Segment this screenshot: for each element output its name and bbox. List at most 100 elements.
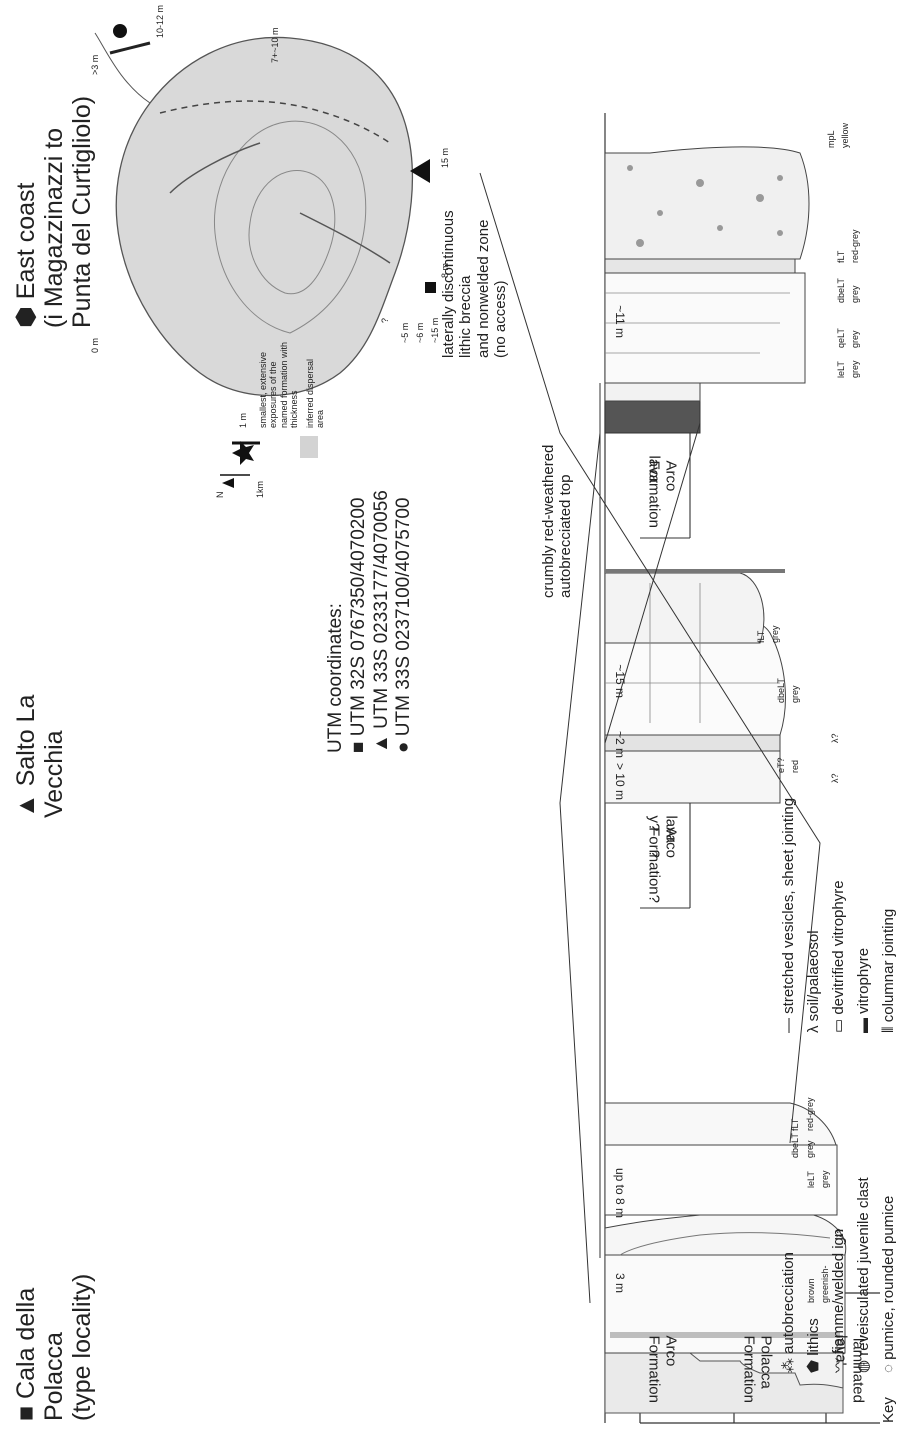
unit-polacca: Polacca Formation [740, 1335, 775, 1403]
col3-label-5: dbeLT [836, 278, 846, 303]
thickness-salto-low: > 10 m [612, 763, 626, 800]
key-label-6: vitrophyre [855, 948, 872, 1014]
hexagon-icon: ⬢ [12, 306, 40, 328]
utm-title: UTM coordinates: [325, 490, 348, 753]
utm-row-1-text: UTM 33S 0233177/4070056 [371, 490, 392, 729]
triangle-icon: ▲ [371, 734, 392, 753]
key-item-0: ◌ pumice, rounded pumice [880, 1196, 897, 1373]
map-label-7: ~6 m [415, 323, 425, 343]
unit-arco: Arco Formation [645, 1335, 680, 1403]
col3-label-9: leLT [836, 361, 846, 378]
header-east-line2: (i Magazzinazzi to [40, 128, 68, 328]
map-label-0: 0 m [90, 338, 100, 353]
vitrophyre-icon: ▬ [855, 1014, 872, 1033]
col1-label-7: brown [806, 1278, 816, 1303]
utm-row-1: ▲ UTM 33S 0233177/4070056 [371, 490, 394, 753]
col3-label-3: fLT [836, 251, 846, 263]
col1-label-0: red-grey [805, 1097, 815, 1131]
key-item-4: ⁂ autobrecciation [780, 1252, 797, 1373]
col2-label-2: grey [790, 685, 800, 703]
col1-label-5: leLT [806, 1171, 816, 1188]
vesicle-icon: — [780, 1014, 797, 1033]
header-east: ⬢ East coast (i Magazzinazzi to Punta de… [12, 96, 96, 328]
map-label-4: 15 m [440, 148, 450, 168]
col2-label-7: λ? [830, 773, 840, 783]
header-east-line3: Punta del Curtigliolo) [68, 96, 96, 328]
devit-icon: ▭ [830, 1015, 847, 1033]
log-column-east [605, 147, 809, 433]
key-item-9: — stretched vesicles, sheet jointing [780, 798, 797, 1033]
map-scale: 1km [255, 481, 265, 498]
map-legend-m: 1 m [238, 413, 248, 428]
utm-block: UTM coordinates: ■ UTM 32S 0767350/40702… [325, 490, 416, 753]
key-item-3: ⬟ lithics [805, 1318, 822, 1373]
soil-icon: λ [805, 1021, 822, 1033]
col3-label-0: yellow [840, 123, 850, 148]
col2-label-4: red [790, 760, 800, 773]
map-label-5: 8 m [440, 263, 450, 278]
map-label-1: >3 m [90, 55, 100, 75]
col3-label-8: grey [850, 360, 860, 378]
lithic-icon: ⬟ [805, 1356, 822, 1373]
header-salto-line1: Salto La [12, 695, 40, 787]
key-item-6: ▬ vitrophyre [855, 948, 872, 1033]
fiamme-icon: 〰 [830, 1354, 847, 1373]
col3-label-6: grey [850, 330, 860, 348]
col2-label-0: grey [770, 625, 780, 643]
col1-label-3: dbeLT [790, 1133, 800, 1158]
clast-icon: ◍ [855, 1356, 872, 1373]
map-legend-symbols [220, 436, 318, 488]
square-icon: ■ [348, 742, 369, 753]
col3-label-7: qeLT [836, 328, 846, 348]
utm-row-2-text: UTM 33S 0237100/4075700 [393, 498, 414, 737]
map-north: N [215, 492, 225, 499]
unit-salto-q: ? [645, 850, 662, 858]
columnar-icon: ⦀ [880, 1022, 897, 1033]
col3-label-2: red-grey [850, 229, 860, 263]
key-label-4: autobrecciation [780, 1252, 797, 1354]
key-label-7: devitrified vitrophyre [830, 880, 847, 1014]
key-label-5: columnar jointing [880, 909, 897, 1022]
key-label-3: lithics [805, 1318, 822, 1356]
circle-icon: ● [393, 742, 414, 753]
key-label-8: soil/palaeosol [805, 930, 822, 1021]
key-title: Key [880, 1397, 897, 1423]
key-item-1: ◍ reveisculated juvenile clast [855, 1177, 872, 1373]
key-label-0: pumice, rounded pumice [880, 1196, 897, 1360]
col3-label-4: grey [850, 285, 860, 303]
header-salto: ▲ Salto La Vecchia [12, 695, 68, 818]
key-item-8: λ soil/palaeosol [805, 930, 822, 1033]
col1-label-1: fLT [790, 1119, 800, 1131]
thickness-salto-main: ~15 m [612, 664, 626, 698]
map-label-3: 7+~10 m [270, 27, 280, 63]
map-label-9: ? [380, 318, 390, 323]
header-east-line1: East coast [12, 182, 40, 299]
utm-row-0: ■ UTM 32S 0767350/4070200 [348, 490, 371, 753]
col3-label-1: mpL [826, 130, 836, 148]
col2-label-3: dbeLT [776, 678, 786, 703]
key-item-2: 〰 fiamme/welded ign [830, 1229, 847, 1373]
col1-label-4: grey [820, 1170, 830, 1188]
map-legend-small: smallest, extensive exposures of the nam… [258, 338, 299, 428]
header-salto-line2: Vecchia [40, 730, 68, 818]
annotation-crumbly: crumbly red-weathered autobrecciated top [540, 445, 575, 598]
key-item-7: ▭ devitrified vitrophyre [830, 880, 847, 1033]
col2-label-6: λ? [830, 733, 840, 743]
thickness-salto-mid: ~2 m [612, 731, 626, 758]
thickness-cala-upper: up to 8 m [612, 1168, 626, 1218]
square-icon: ■ [12, 1406, 40, 1421]
map-legend-area: inferred dispersal area [305, 358, 326, 428]
col1-label-2: grey [805, 1140, 815, 1158]
unit-salto-lava: lava y? [645, 815, 680, 843]
map-label-2: 10-12 m [155, 5, 165, 38]
thickness-east-main: ~11 m [612, 305, 626, 338]
utm-row-0-text: UTM 32S 0767350/4070200 [348, 498, 369, 737]
map-label-6: ~5 m [400, 323, 410, 343]
thickness-cala-lower: 3 m [612, 1273, 626, 1293]
col1-label-6: greenish- [820, 1265, 830, 1303]
key-label-2: fiamme/welded ign [830, 1229, 847, 1354]
col2-label-1: fLT [756, 631, 766, 643]
header-cala-line3: (type locality) [68, 1274, 96, 1421]
